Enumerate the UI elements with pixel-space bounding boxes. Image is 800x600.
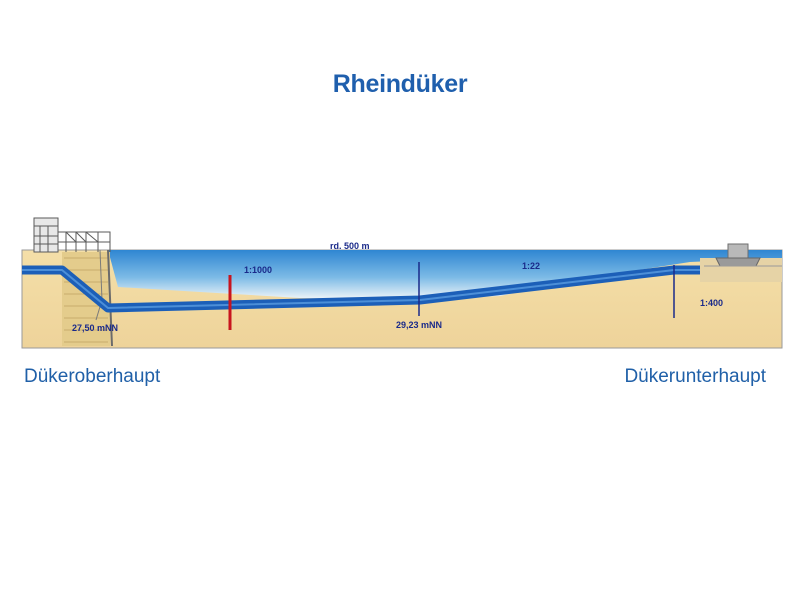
level-left-label: 27,50 mNN <box>72 323 118 333</box>
slope-mid-label: 1:22 <box>522 261 540 271</box>
upper-head-label: Dükeroberhaupt <box>24 366 161 387</box>
level-mid-label: 29,23 mNN <box>396 320 442 330</box>
slope-right-label: 1:400 <box>700 298 723 308</box>
river-water <box>108 250 782 300</box>
slope-left-label: 1:1000 <box>244 265 272 275</box>
duker-pipeline-highlight <box>22 269 782 309</box>
lower-head-icon <box>700 243 782 282</box>
lower-head-label: Dükerunterhaupt <box>624 366 766 387</box>
length-label: rd. 500 m <box>330 241 370 251</box>
page-title: Rheindüker <box>332 70 468 98</box>
embankment-wall <box>107 249 113 347</box>
upper-building-icon <box>33 217 111 321</box>
